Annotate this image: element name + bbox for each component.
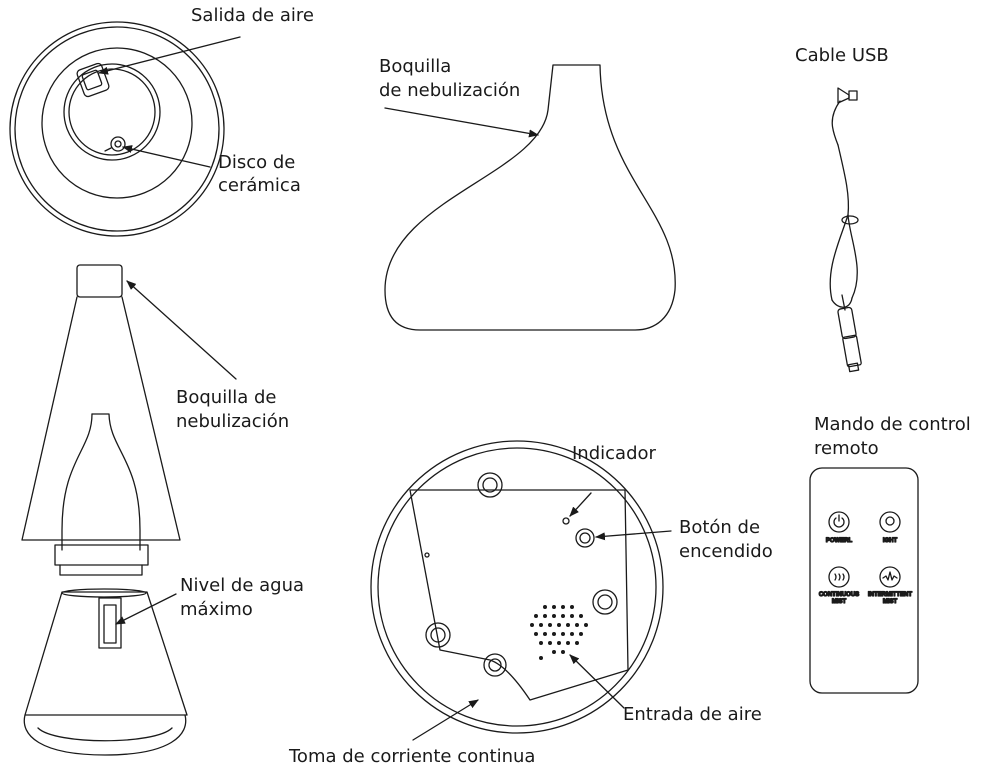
label-nivel-agua-line2: máximo	[180, 599, 253, 620]
label-boton-line2: encendido	[679, 541, 773, 562]
label-mando-line2: remoto	[814, 438, 879, 459]
cone-assembly-illustration	[21, 264, 181, 576]
label-boquilla-top-line2: de nebulización	[379, 80, 521, 101]
label-disco-de-ceramica-line2: cerámica	[218, 175, 301, 196]
label-indicador: Indicador	[572, 443, 656, 464]
label-disco-de-ceramica-line1: Disco de	[218, 152, 296, 173]
remote-light-label: IGHT	[883, 538, 898, 544]
usb-cable-illustration	[829, 87, 862, 373]
base-bottom-illustration	[370, 440, 664, 734]
label-entrada-aire: Entrada de aire	[623, 704, 762, 725]
label-cable-usb: Cable USB	[795, 45, 889, 66]
top-view-illustration	[9, 21, 225, 237]
remote-intermittent-label-2: MIST	[883, 599, 898, 605]
label-mando-line1: Mando de control	[814, 414, 971, 435]
label-boquilla-left-line2: nebulización	[176, 411, 290, 432]
remote-power-label: POWERL	[826, 538, 853, 544]
label-toma-corriente: Toma de corriente continua	[289, 746, 536, 767]
label-boquilla-left-line1: Boquilla de	[176, 387, 277, 408]
label-boton-line1: Botón de	[679, 517, 761, 538]
remote-intermittent-label-1: INTERMITTENT	[868, 592, 912, 598]
nozzle-illustration	[384, 64, 676, 331]
remote-illustration	[809, 467, 919, 694]
label-nivel-agua-line1: Nivel de agua	[180, 575, 305, 596]
callout-arrows	[98, 36, 672, 741]
remote-continuous-label-2: MIST	[832, 599, 847, 605]
remote-continuous-label-1: CONTINUOUS	[819, 592, 859, 598]
air-inlet-holes	[530, 605, 588, 660]
tank-illustration	[23, 588, 188, 756]
label-boquilla-top-line1: Boquilla	[379, 56, 452, 77]
label-salida-de-aire: Salida de aire	[191, 5, 314, 26]
